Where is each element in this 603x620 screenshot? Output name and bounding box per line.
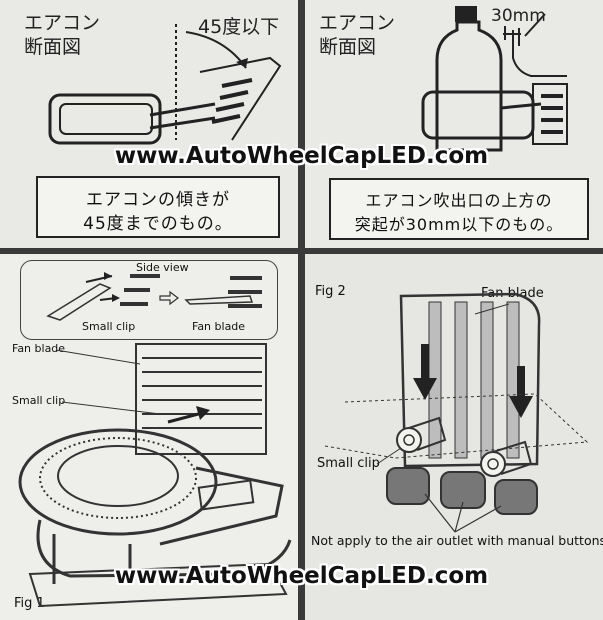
inset-fan-blade-label: Fan blade [192, 320, 246, 333]
inset-small-clip-label: Small clip [82, 320, 136, 333]
panel-fig1: Side view Small clip Fan blade Fan blade… [0, 254, 298, 620]
angle-cross-section-drawing [48, 24, 282, 145]
angle-caption-box: エアコンの傾きが 45度までのもの。 [36, 176, 280, 238]
small-clip-label: Small clip [317, 456, 380, 471]
figure-label: Fig 2 [315, 284, 346, 299]
angle-caption-line1: エアコンの傾きが [86, 190, 230, 210]
manual-buttons-note: Not apply to the air outlet with manual … [311, 533, 603, 548]
side-view-inset [20, 260, 278, 340]
cup-holder-drawing [18, 272, 292, 608]
protrusion-caption-line1: エアコン吹出口の上方の [365, 191, 553, 210]
bottle-cross-section-drawing [421, 6, 568, 152]
watermark-bottom: www.AutoWheelCapLED.com [114, 563, 489, 589]
panel-angle-diagram: エアコン 断面図 45度以下 エアコンの傾きが 45度までのもの。 [0, 0, 298, 248]
vent-clip-drawing [324, 292, 589, 533]
small-clip-label: Small clip [12, 394, 66, 407]
section-title: エアコン [24, 12, 101, 34]
section-title: エアコン [319, 12, 396, 34]
protrusion-caption-box: エアコン吹出口の上方の 突起が30mm以下のもの。 [329, 178, 589, 240]
side-view-label: Side view [136, 261, 189, 274]
section-subtitle: 断面図 [319, 36, 377, 58]
protrusion-limit-label: 30mm [491, 6, 546, 26]
watermark-top: www.AutoWheelCapLED.com [114, 143, 489, 169]
section-subtitle: 断面図 [24, 36, 82, 58]
protrusion-caption-line2: 突起が30mm以下のもの。 [354, 215, 564, 234]
panel-fig2: Fig 2 Fan blade Small clip Not apply to … [305, 254, 603, 620]
angle-limit-label: 45度以下 [198, 16, 280, 38]
angle-caption-line2: 45度までのもの。 [83, 214, 233, 234]
fan-blade-label: Fan blade [12, 342, 66, 355]
panel-protrusion-diagram: エアコン 断面図 30mm エアコン吹出口の上方の 突起が30mm以下のもの。 [305, 0, 603, 248]
